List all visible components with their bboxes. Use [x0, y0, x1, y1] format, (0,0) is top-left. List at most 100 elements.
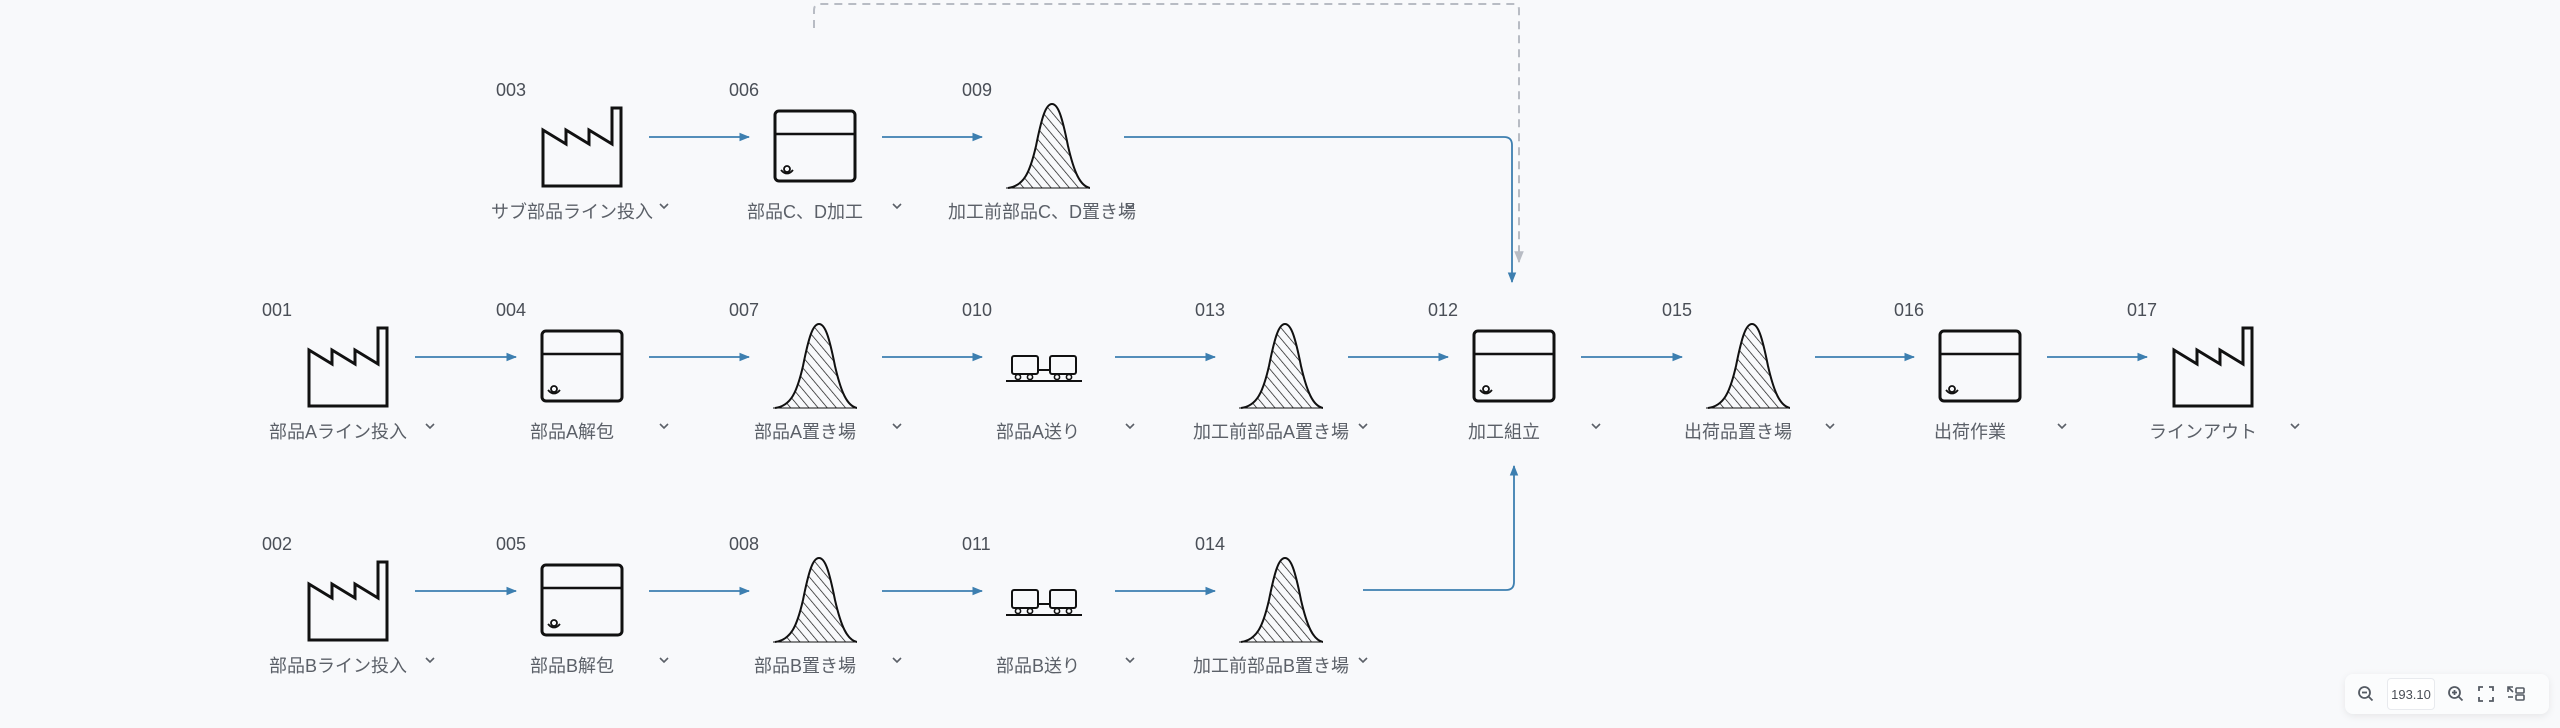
flow-node[interactable]: 012 加工組立: [1414, 300, 1614, 460]
flow-edge-elbow: [1124, 136, 1517, 284]
flow-node[interactable]: 013 加工前部品A置き場: [1181, 300, 1381, 460]
flow-node[interactable]: 003 サブ部品ライン投入: [482, 80, 682, 240]
node-label: サブ部品ライン投入: [491, 202, 653, 222]
zoom-in-icon: [2448, 686, 2464, 702]
node-label: 部品Bライン投入: [268, 656, 407, 676]
node-id: 008: [729, 534, 760, 554]
flow-node[interactable]: 015 出荷品置き場: [1648, 300, 1848, 460]
inventory-icon: [773, 322, 858, 410]
inventory-icon: [1239, 556, 1324, 644]
node-id: 014: [1195, 534, 1226, 554]
node-label: 部品C、D加工: [747, 202, 863, 222]
chevron-down-icon[interactable]: [1120, 650, 1140, 670]
zoom-in-button[interactable]: [2441, 679, 2471, 709]
flow-node[interactable]: 017 ラインアウト: [2113, 300, 2313, 460]
node-label: 出荷作業: [1934, 422, 2006, 442]
node-id: 015: [1662, 300, 1693, 320]
flow-node[interactable]: 009 加工前部品C、D置き場: [948, 80, 1148, 240]
node-id: 007: [729, 300, 760, 320]
chevron-down-icon[interactable]: [1353, 650, 1373, 670]
inventory-icon: [1006, 102, 1091, 190]
process-box-icon: [773, 102, 857, 190]
transport-icon: [1006, 556, 1090, 644]
zoom-out-icon: [2358, 686, 2374, 702]
node-label: 加工前部品C、D置き場: [948, 202, 1136, 222]
node-id: 006: [729, 80, 760, 100]
node-label: 加工前部品A置き場: [1192, 422, 1349, 442]
node-id: 010: [962, 300, 993, 320]
flow-node[interactable]: 001 部品Aライン投入: [248, 300, 448, 460]
chevron-down-icon[interactable]: [887, 196, 907, 216]
node-id: 003: [496, 80, 527, 100]
inventory-icon: [773, 556, 858, 644]
node-id: 012: [1428, 300, 1459, 320]
flow-node[interactable]: 007 部品A置き場: [715, 300, 915, 460]
node-id: 009: [962, 80, 993, 100]
flow-node[interactable]: 002 部品Bライン投入: [248, 534, 448, 694]
process-box-icon: [1938, 322, 2022, 410]
transport-icon: [1006, 322, 1090, 410]
node-label: 部品Aライン投入: [268, 422, 407, 442]
node-label: 部品A送り: [995, 422, 1080, 442]
factory-icon: [306, 556, 390, 644]
node-id: 002: [262, 534, 293, 554]
dashed-edge: [813, 3, 1524, 264]
factory-icon: [540, 102, 624, 190]
chevron-down-icon[interactable]: [654, 416, 674, 436]
node-id: 005: [496, 534, 527, 554]
process-box-icon: [540, 556, 624, 644]
node-label: 部品B置き場: [753, 656, 856, 676]
flow-node[interactable]: 014 加工前部品B置き場: [1181, 534, 1381, 694]
chevron-down-icon[interactable]: [420, 416, 440, 436]
node-id: 013: [1195, 300, 1226, 320]
node-label: 部品A置き場: [753, 422, 856, 442]
node-label: 部品B解包: [529, 656, 614, 676]
node-id: 016: [1894, 300, 1925, 320]
zoom-toolbar: 193.10: [2345, 674, 2549, 714]
chevron-down-icon[interactable]: [654, 196, 674, 216]
flow-edge-elbow: [1363, 464, 1519, 591]
flow-node[interactable]: 005 部品B解包: [482, 534, 682, 694]
chevron-down-icon[interactable]: [1120, 196, 1140, 216]
flow-node[interactable]: 011 部品B送り: [948, 534, 1148, 694]
chevron-down-icon[interactable]: [420, 650, 440, 670]
node-label: 出荷品置き場: [1684, 422, 1792, 442]
chevron-down-icon[interactable]: [887, 650, 907, 670]
process-box-icon: [540, 322, 624, 410]
chevron-down-icon[interactable]: [1120, 416, 1140, 436]
zoom-out-button[interactable]: [2351, 679, 2381, 709]
chevron-down-icon[interactable]: [2285, 416, 2305, 436]
node-label: 部品B送り: [995, 656, 1080, 676]
flow-node[interactable]: 004 部品A解包: [482, 300, 682, 460]
node-label: 加工前部品B置き場: [1192, 656, 1349, 676]
chevron-down-icon[interactable]: [1586, 416, 1606, 436]
flow-node[interactable]: 016 出荷作業: [1880, 300, 2080, 460]
node-id: 004: [496, 300, 527, 320]
fit-screen-button[interactable]: [2471, 679, 2501, 709]
process-box-icon: [1472, 322, 1556, 410]
factory-icon: [306, 322, 390, 410]
zoom-level-input[interactable]: 193.10: [2387, 678, 2435, 710]
node-label: 部品A解包: [529, 422, 614, 442]
chevron-down-icon[interactable]: [654, 650, 674, 670]
auto-layout-icon: [2507, 686, 2525, 701]
auto-layout-button[interactable]: [2501, 679, 2531, 709]
inventory-icon: [1706, 322, 1791, 410]
factory-icon: [2171, 322, 2255, 410]
chevron-down-icon[interactable]: [1820, 416, 1840, 436]
node-label: ラインアウト: [2149, 422, 2257, 442]
chevron-down-icon[interactable]: [887, 416, 907, 436]
inventory-icon: [1239, 322, 1324, 410]
node-label: 加工組立: [1468, 422, 1540, 442]
node-id: 001: [262, 300, 293, 320]
chevron-down-icon[interactable]: [2052, 416, 2072, 436]
node-id: 011: [962, 534, 991, 554]
flow-node[interactable]: 008 部品B置き場: [715, 534, 915, 694]
fit-screen-icon: [2478, 686, 2494, 702]
chevron-down-icon[interactable]: [1353, 416, 1373, 436]
flow-node[interactable]: 006 部品C、D加工: [715, 80, 915, 240]
node-id: 017: [2127, 300, 2158, 320]
flow-node[interactable]: 010 部品A送り: [948, 300, 1148, 460]
